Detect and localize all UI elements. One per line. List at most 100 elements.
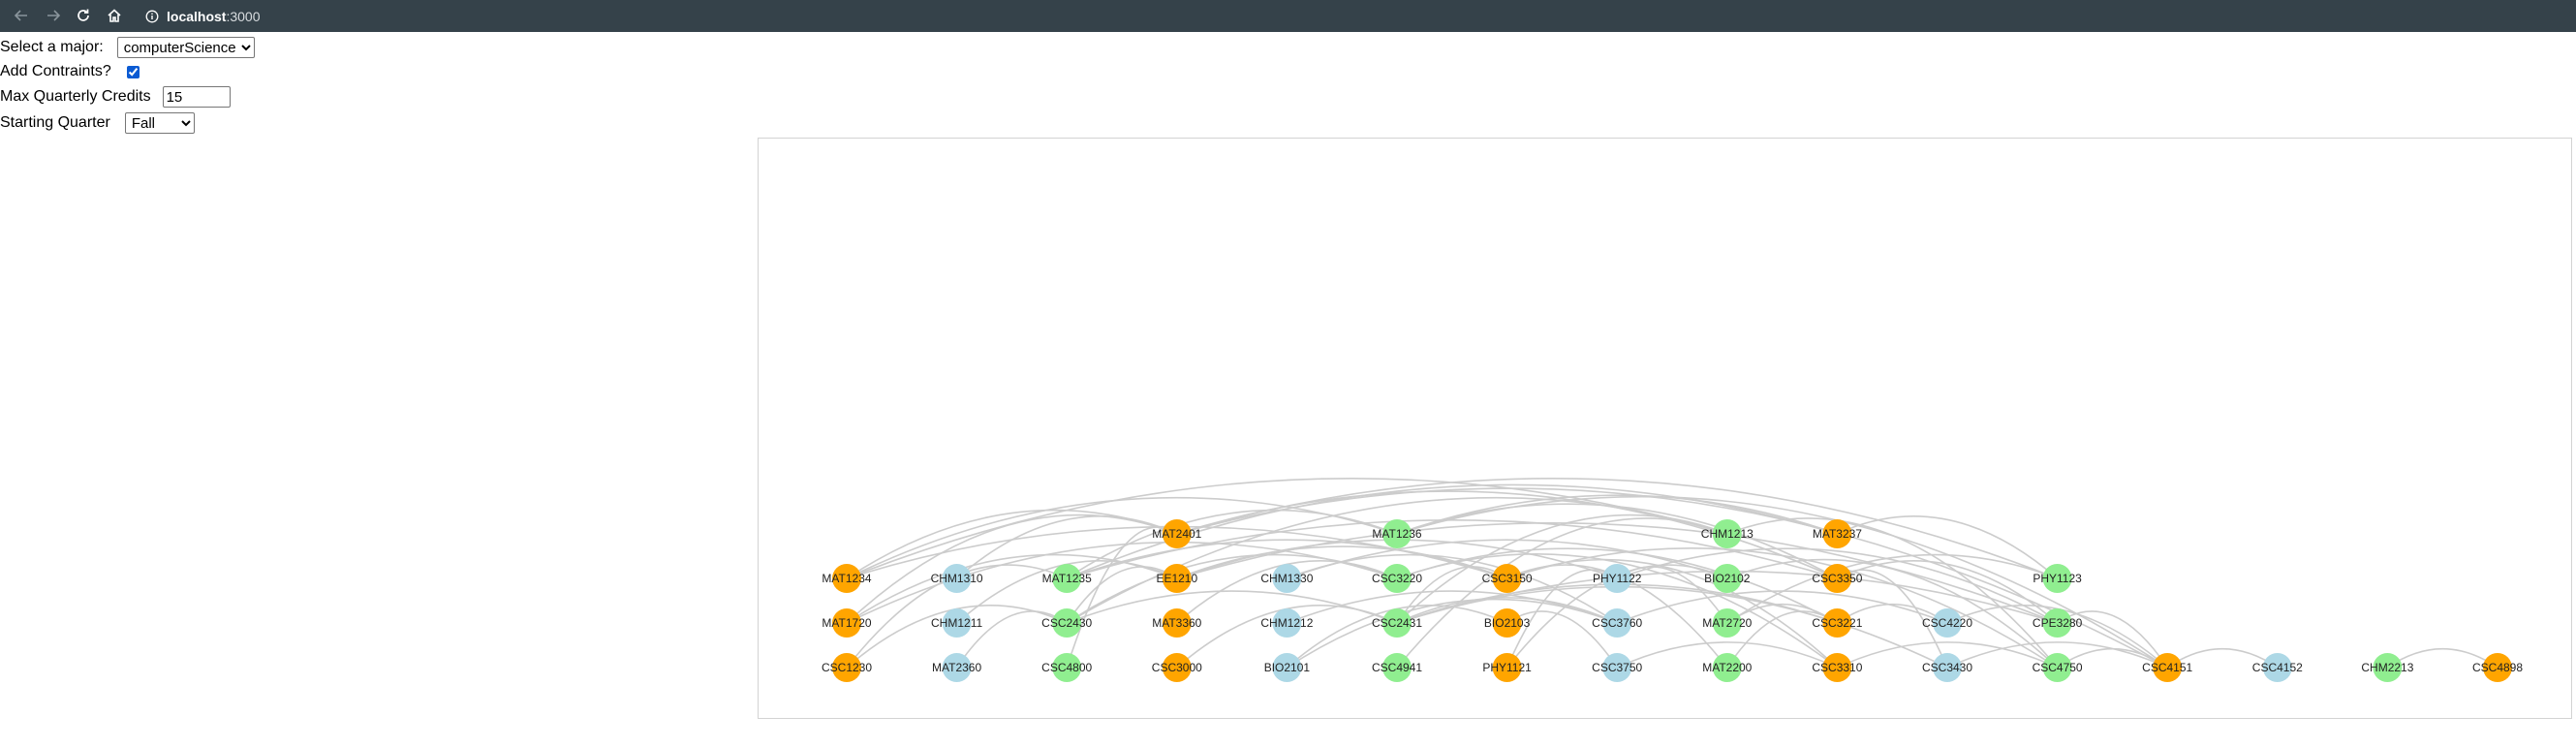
course-node-label: CSC4151 — [2142, 661, 2192, 674]
course-node[interactable]: MAT1720 — [822, 608, 872, 638]
course-node[interactable]: MAT1236 — [1372, 519, 1422, 548]
course-node-circle[interactable] — [1933, 653, 1962, 682]
course-node-circle[interactable] — [832, 564, 861, 593]
course-node-circle[interactable] — [1162, 653, 1192, 682]
course-node-circle[interactable] — [1822, 519, 1852, 548]
course-node-circle[interactable] — [942, 653, 972, 682]
course-node-circle[interactable] — [2373, 653, 2403, 682]
course-node-circle[interactable] — [1933, 608, 1962, 638]
constraints-checkbox[interactable] — [126, 65, 140, 78]
course-node-circle[interactable] — [1162, 608, 1192, 638]
course-node[interactable]: CPE3280 — [2033, 608, 2083, 638]
course-node[interactable]: CSC3350 — [1812, 564, 1863, 593]
course-node[interactable]: CSC3750 — [1592, 653, 1643, 682]
course-node[interactable]: PHY1123 — [2033, 564, 2082, 593]
course-node[interactable]: CSC3000 — [1152, 653, 1202, 682]
course-node-circle[interactable] — [2262, 653, 2292, 682]
course-node[interactable]: CSC4220 — [1922, 608, 1972, 638]
course-node-circle[interactable] — [1162, 564, 1192, 593]
course-node-circle[interactable] — [1492, 564, 1522, 593]
course-node[interactable]: PHY1121 — [1482, 653, 1532, 682]
address-bar[interactable]: localhost:3000 — [145, 0, 261, 32]
course-node-label: CSC4152 — [2252, 661, 2303, 674]
course-node[interactable]: CSC2430 — [1041, 608, 1093, 638]
course-node[interactable]: CSC3220 — [1372, 564, 1422, 593]
course-node[interactable]: BIO2101 — [1264, 653, 1311, 682]
course-node[interactable]: CSC3760 — [1592, 608, 1643, 638]
course-node-circle[interactable] — [1272, 564, 1302, 593]
back-button[interactable] — [10, 4, 33, 27]
course-node[interactable]: CSC3310 — [1812, 653, 1863, 682]
course-node-circle[interactable] — [1052, 653, 1082, 682]
course-node[interactable]: CSC4941 — [1372, 653, 1422, 682]
course-node-circle[interactable] — [2483, 653, 2512, 682]
course-node-circle[interactable] — [1382, 653, 1412, 682]
course-node-circle[interactable] — [2042, 608, 2072, 638]
course-node[interactable]: MAT1235 — [1042, 564, 1092, 593]
course-node[interactable]: BIO2103 — [1484, 608, 1531, 638]
course-node[interactable]: MAT3237 — [1813, 519, 1862, 548]
course-node[interactable]: CHM1211 — [931, 608, 982, 638]
course-node-circle[interactable] — [1162, 519, 1192, 548]
course-node-circle[interactable] — [2042, 653, 2072, 682]
course-node-circle[interactable] — [1382, 519, 1412, 548]
course-node-circle[interactable] — [1272, 608, 1302, 638]
course-node-circle[interactable] — [1822, 653, 1852, 682]
quarter-select[interactable]: Fall — [124, 112, 195, 134]
course-node[interactable]: CSC2431 — [1372, 608, 1422, 638]
course-node[interactable]: MAT2200 — [1702, 653, 1753, 682]
course-node-circle[interactable] — [1712, 564, 1742, 593]
course-node-circle[interactable] — [942, 608, 972, 638]
course-node[interactable]: CSC4898 — [2472, 653, 2523, 682]
course-node-circle[interactable] — [1602, 564, 1632, 593]
course-node-circle[interactable] — [1052, 608, 1082, 638]
course-node-circle[interactable] — [1052, 564, 1082, 593]
course-node-label: EE1210 — [1156, 572, 1197, 585]
course-node[interactable]: CHM1212 — [1260, 608, 1314, 638]
course-node-circle[interactable] — [2042, 564, 2072, 593]
course-node[interactable]: MAT3360 — [1152, 608, 1202, 638]
course-node-circle[interactable] — [2153, 653, 2183, 682]
arrow-left-icon — [14, 10, 27, 21]
course-node[interactable]: MAT1234 — [822, 564, 872, 593]
course-node-circle[interactable] — [1712, 608, 1742, 638]
course-node-circle[interactable] — [1712, 653, 1742, 682]
course-node[interactable]: CSC4750 — [2033, 653, 2083, 682]
reload-button[interactable] — [72, 4, 95, 27]
course-node[interactable]: CHM1310 — [931, 564, 983, 593]
course-node[interactable]: CSC3150 — [1482, 564, 1533, 593]
home-button[interactable] — [103, 4, 126, 27]
info-icon[interactable] — [145, 10, 159, 23]
course-node-circle[interactable] — [832, 653, 861, 682]
credits-input[interactable] — [162, 86, 231, 108]
course-node[interactable]: CSC3221 — [1812, 608, 1863, 638]
course-node-circle[interactable] — [1712, 519, 1742, 548]
course-node-circle[interactable] — [1822, 608, 1852, 638]
course-node-circle[interactable] — [1492, 653, 1522, 682]
course-node[interactable]: CSC4800 — [1041, 653, 1093, 682]
course-node-circle[interactable] — [1272, 653, 1302, 682]
course-node-circle[interactable] — [1822, 564, 1852, 593]
course-node[interactable]: BIO2102 — [1704, 564, 1751, 593]
course-node-circle[interactable] — [1382, 608, 1412, 638]
course-node[interactable]: PHY1122 — [1593, 564, 1642, 593]
course-node[interactable]: MAT2360 — [932, 653, 981, 682]
course-node-circle[interactable] — [1602, 608, 1632, 638]
course-node[interactable]: CSC4152 — [2252, 653, 2303, 682]
course-node[interactable]: CSC4151 — [2142, 653, 2193, 682]
course-node-circle[interactable] — [1492, 608, 1522, 638]
course-node[interactable]: EE1210 — [1156, 564, 1197, 593]
course-node[interactable]: CSC1230 — [822, 653, 872, 682]
course-node[interactable]: CSC3430 — [1922, 653, 1972, 682]
major-select[interactable]: computerScience — [116, 37, 255, 58]
course-node[interactable]: MAT2401 — [1152, 519, 1202, 548]
course-node-circle[interactable] — [1602, 653, 1632, 682]
forward-button[interactable] — [42, 4, 65, 27]
course-node-circle[interactable] — [942, 564, 972, 593]
course-node[interactable]: CHM2213 — [2361, 653, 2414, 682]
course-node[interactable]: MAT2720 — [1702, 608, 1753, 638]
course-node[interactable]: CHM1330 — [1260, 564, 1314, 593]
course-node-circle[interactable] — [832, 608, 861, 638]
course-node-circle[interactable] — [1382, 564, 1412, 593]
course-node[interactable]: CHM1213 — [1701, 519, 1754, 548]
